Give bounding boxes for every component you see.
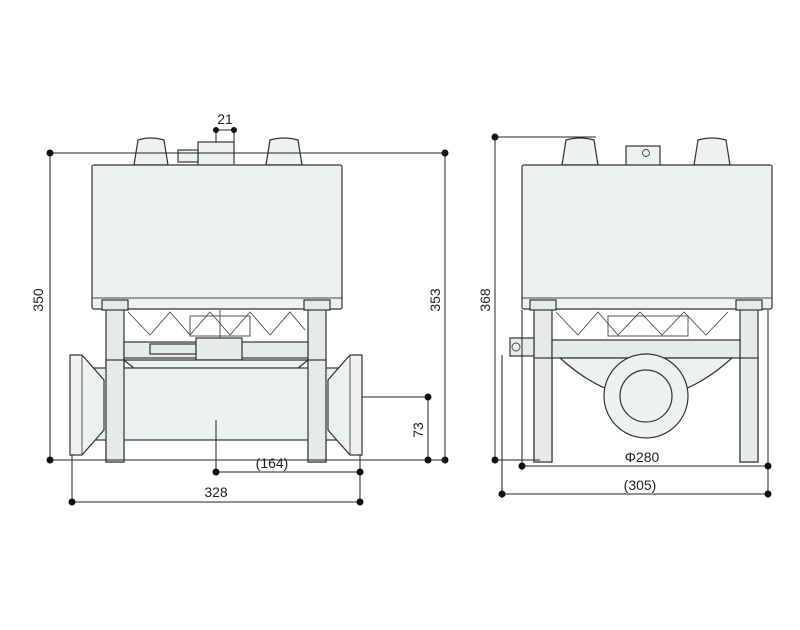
front-actuator-box: [91, 164, 343, 310]
side-top-lug: [625, 145, 661, 167]
dim-front-total-length: 328: [204, 484, 228, 500]
dim-front-height-right: 353: [427, 288, 443, 312]
dim-front-height-left: 350: [30, 288, 46, 312]
front-top-block: [197, 141, 235, 167]
dim-side-height: 368: [477, 288, 493, 312]
side-view: [509, 137, 773, 463]
side-actuator-box: [521, 164, 773, 310]
front-dimensions: 21 350 353 73 (164) 328: [30, 111, 449, 506]
dim-front-half-length: (164): [256, 455, 289, 471]
dim-side-diameter: Φ280: [625, 449, 660, 465]
dim-side-total-width: (305): [624, 477, 657, 493]
side-boss-right: [693, 137, 731, 166]
front-boss-right: [265, 137, 303, 166]
dim-front-flange-height: 73: [410, 422, 426, 438]
dim-front-top-width: 21: [217, 111, 233, 127]
front-top-fitting: [177, 149, 199, 163]
side-pipe-inner: [619, 369, 673, 423]
front-boss-left: [133, 137, 169, 166]
side-boss-left: [561, 137, 599, 166]
front-view: [69, 137, 363, 463]
side-dimensions: 368 Φ280 (305): [477, 133, 772, 498]
